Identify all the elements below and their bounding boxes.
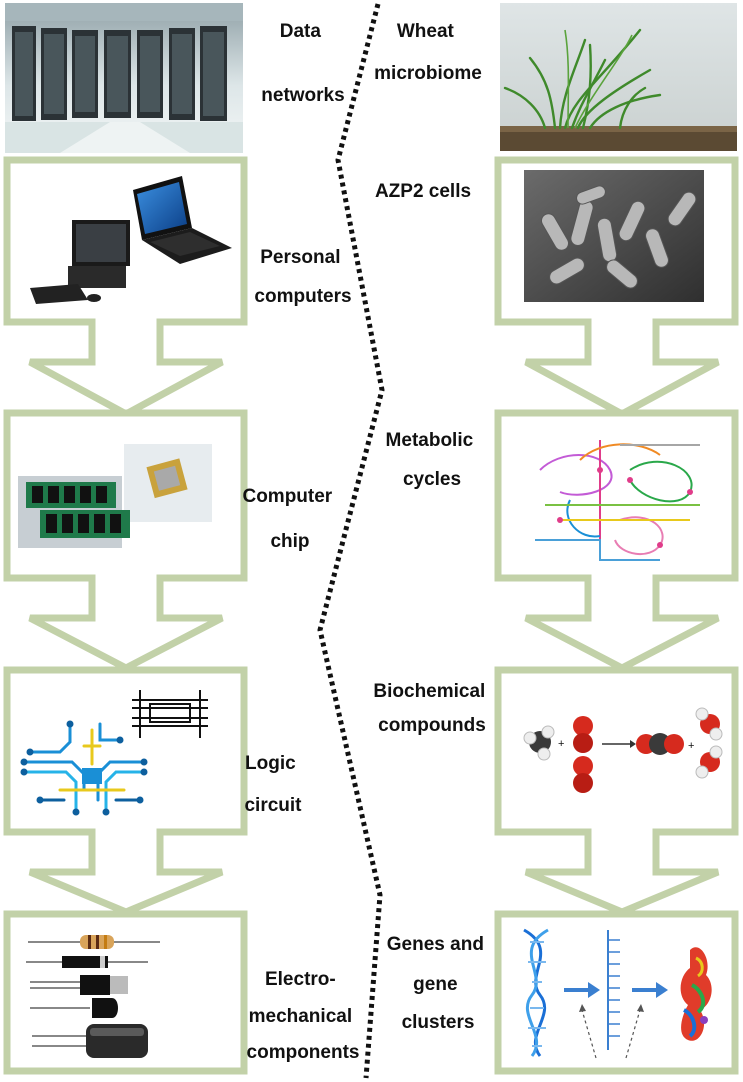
label-biochemical-compounds: Biochemical compounds	[373, 681, 490, 736]
label-line: Wheat	[397, 21, 455, 42]
metabolic-map-icon	[535, 440, 700, 561]
label-line: Electro-	[265, 969, 336, 990]
label-line: compounds	[378, 715, 486, 736]
label-data-networks: Data networks	[261, 21, 344, 106]
right-arrow-frame-biochemical-compounds	[494, 666, 739, 916]
label-line: Personal	[260, 247, 340, 268]
label-line: Biochemical	[373, 681, 485, 702]
label-line: chip	[270, 531, 309, 552]
label-line: Computer	[242, 486, 332, 507]
label-line: networks	[261, 85, 344, 106]
label-logic-circuit: Logic circuit	[244, 753, 302, 816]
svg-text:+: +	[558, 738, 564, 750]
label-line: computers	[254, 286, 351, 307]
left-labels: Data networks Personal computers Compute…	[242, 21, 359, 1063]
label-metabolic-cycles: Metabolic cycles	[386, 430, 479, 490]
label-line: gene	[413, 974, 457, 995]
label-line: cycles	[403, 469, 461, 490]
label-line: Metabolic	[386, 430, 474, 451]
label-line: Genes and	[387, 934, 484, 955]
label-line: components	[247, 1042, 360, 1063]
label-genes-and-gene-clusters: Genes and gene clusters	[387, 934, 489, 1033]
label-line: Logic	[245, 753, 296, 774]
bacteria-micrograph-icon	[524, 170, 704, 302]
left-arrow-frame-logic-circuit	[3, 666, 248, 916]
circuit-icon	[20, 690, 208, 816]
right-labels: Wheat microbiome AZP2 cells Metabolic cy…	[373, 21, 490, 1033]
label-line: microbiome	[374, 63, 482, 84]
label-computer-chip: Computer chip	[242, 486, 337, 552]
memory-chip-icon	[18, 444, 212, 548]
data-center-photo	[5, 3, 243, 153]
label-electromechanical-components: Electro- mechanical components	[247, 969, 360, 1063]
dotted-divider	[317, 3, 385, 1079]
electronic-components-icon	[26, 935, 160, 1058]
label-line: clusters	[402, 1012, 475, 1033]
molecule-reaction-icon: + +	[523, 707, 723, 793]
wheat-photo	[500, 3, 737, 151]
label-personal-computers: Personal computers	[254, 247, 351, 307]
label-line: mechanical	[249, 1006, 353, 1027]
label-line: AZP2 cells	[375, 181, 471, 202]
svg-text:+: +	[688, 740, 694, 752]
label-line: Data	[280, 21, 322, 42]
label-line: circuit	[244, 795, 302, 816]
label-azp2-cells: AZP2 cells	[375, 181, 471, 202]
right-arrow-frame-metabolic-cycles	[494, 409, 739, 672]
dna-icon	[523, 928, 712, 1059]
computer-icon	[30, 176, 232, 304]
label-wheat-microbiome: Wheat microbiome	[374, 21, 482, 84]
